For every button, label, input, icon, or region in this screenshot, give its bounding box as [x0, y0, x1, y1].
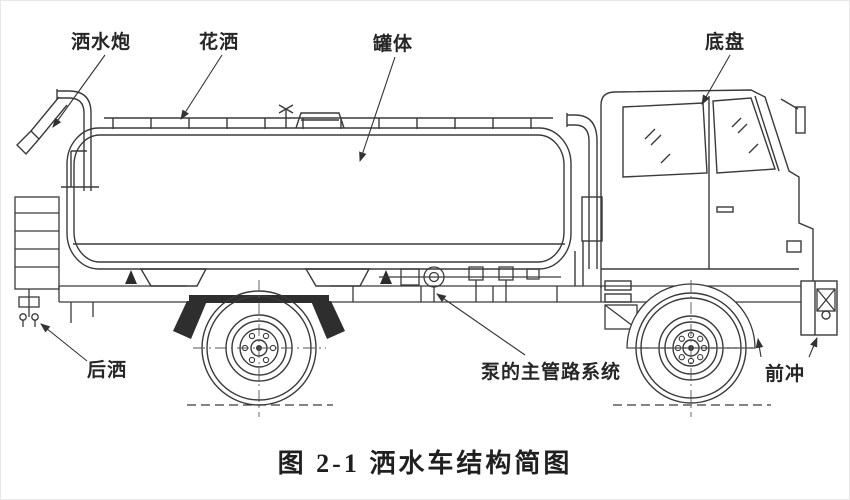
leader-sprinkler	[180, 54, 223, 120]
leader-chassis	[701, 54, 731, 105]
leader-tank	[359, 56, 396, 163]
leader-front-flush-left	[755, 337, 764, 358]
label-front-flush: 前冲	[765, 364, 806, 385]
figure-caption: 图 2-1 洒水车结构简图	[277, 449, 573, 478]
leader-front-flush-right	[808, 336, 818, 358]
rear-spray-nozzles	[18, 296, 40, 327]
label-chassis: 底盘	[705, 32, 746, 53]
label-pump-pipeline: 泵的主管路系统	[481, 362, 622, 383]
leader-lines	[40, 54, 818, 362]
label-rear-spray: 后洒	[87, 360, 128, 381]
rear-wheel	[193, 280, 326, 417]
label-water-cannon: 洒水炮	[71, 32, 132, 53]
label-sprinkler: 花洒	[199, 32, 240, 53]
pump-pipeline	[379, 266, 561, 302]
front-wheel	[627, 280, 757, 417]
tank-body	[66, 104, 584, 287]
label-tank: 罐体	[373, 34, 414, 55]
leader-rear-spray	[40, 323, 88, 362]
rear-fender	[173, 295, 345, 339]
leader-pump	[436, 293, 526, 356]
rear-platform-ladder	[14, 196, 60, 317]
cab	[566, 89, 814, 303]
support-markers	[125, 270, 392, 284]
front-flush-nozzle	[816, 288, 836, 312]
leader-water-cannon	[52, 54, 106, 128]
